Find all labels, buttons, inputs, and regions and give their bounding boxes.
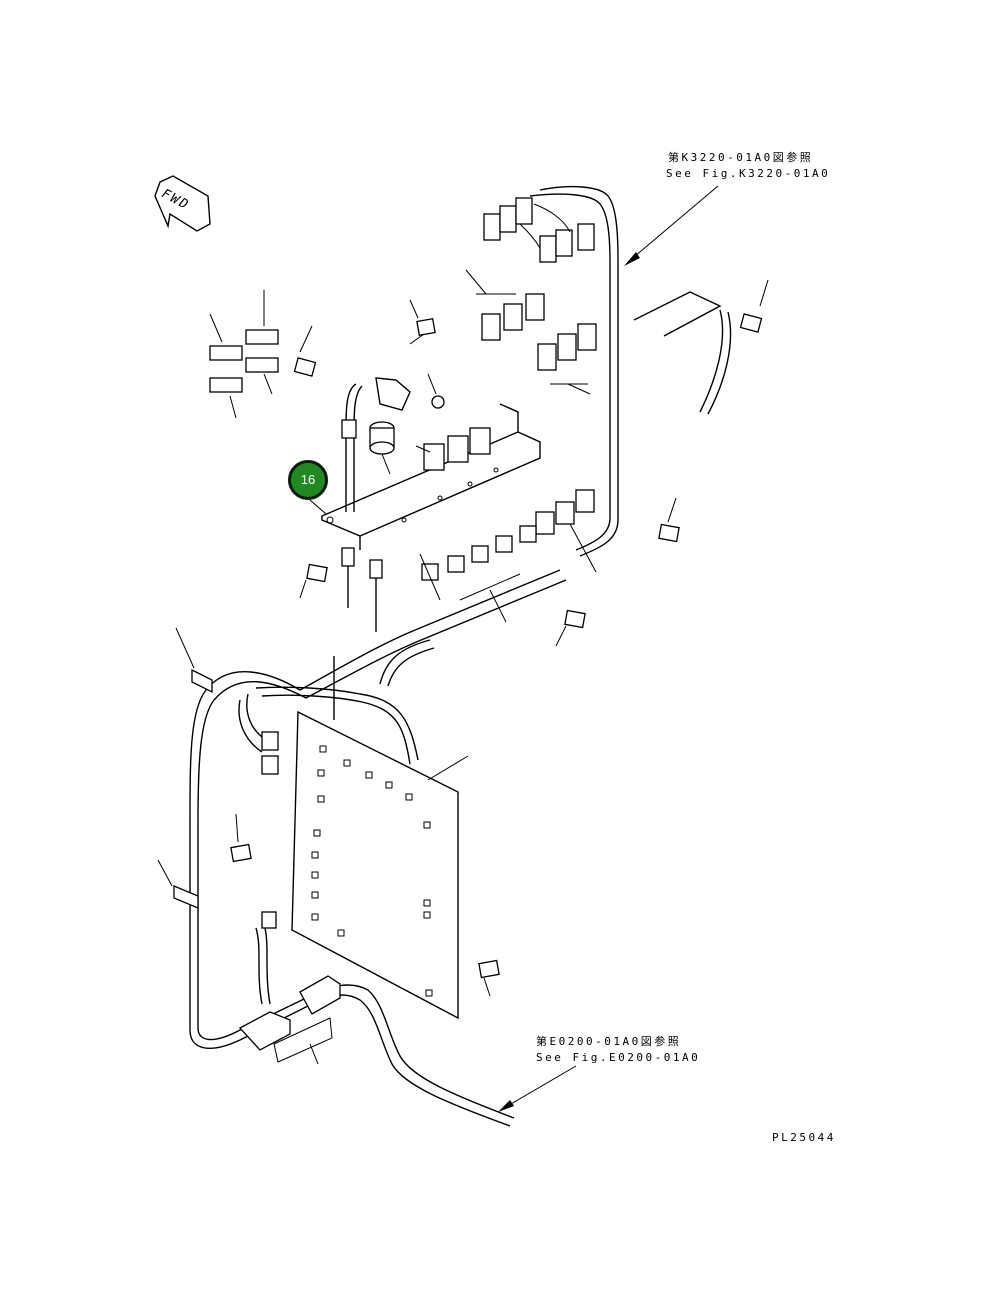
relay-bracket	[321, 403, 541, 550]
bolts	[230, 299, 680, 997]
buzzer-icon	[369, 421, 395, 475]
bottom-reference-en: See Fig.E0200-01A0	[536, 1051, 701, 1064]
top-reference-jp: 第K3220-01A0図参照	[668, 151, 814, 164]
callout-badge[interactable]: 16	[288, 460, 328, 500]
callout-leader	[309, 499, 327, 515]
left-harness	[341, 377, 411, 632]
middle-relays	[415, 427, 491, 471]
top-reference-en: See Fig.K3220-01A0	[666, 167, 831, 180]
top-reference-leader	[624, 185, 719, 266]
bottom-reference-jp: 第E0200-01A0図参照	[536, 1035, 682, 1048]
bottom-reference-leader	[498, 1065, 577, 1112]
controller-panel	[291, 710, 469, 1020]
upper-left-clamps	[209, 290, 317, 419]
main-harness	[157, 569, 567, 1127]
lower-relays	[419, 489, 597, 623]
plate-code: PL25044	[772, 1131, 836, 1144]
fwd-arrow-icon	[154, 175, 211, 232]
upper-relays	[465, 269, 597, 395]
right-ground-wire	[633, 279, 769, 415]
upper-harness	[483, 185, 619, 557]
